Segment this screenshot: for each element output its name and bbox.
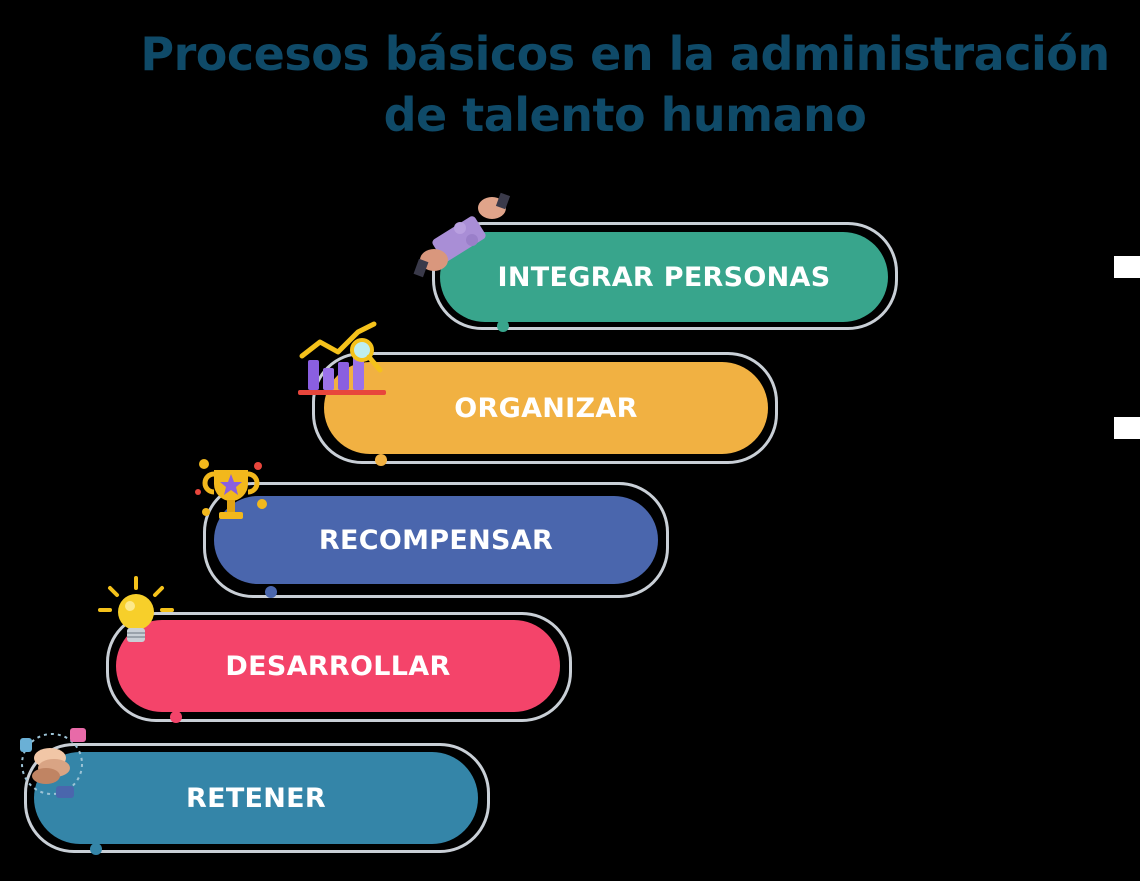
step-label: INTEGRAR PERSONAS — [497, 261, 831, 293]
step-dot — [265, 586, 277, 598]
step-pill: RECOMPENSAR — [214, 496, 658, 584]
step-label: RETENER — [185, 782, 327, 814]
step-pill: RETENER — [34, 752, 478, 844]
step-dot — [497, 320, 509, 332]
step-pill: DESARROLLAR — [116, 620, 560, 712]
step-label: DESARROLLAR — [225, 650, 451, 682]
step-label: ORGANIZAR — [454, 392, 638, 424]
step-pill: ORGANIZAR — [324, 362, 768, 454]
trophy-icon — [195, 459, 267, 519]
title-line-2: de talento humano — [383, 88, 867, 142]
teamwork-hands-icon — [20, 728, 86, 798]
lightbulb-icon — [98, 576, 174, 642]
step-outline — [106, 612, 572, 722]
title-line-1: Procesos básicos en la administración — [140, 27, 1110, 81]
step-dot — [90, 843, 102, 855]
handshake-puzzle-icon — [413, 192, 511, 278]
step-outline — [432, 222, 898, 330]
step-outline — [312, 352, 778, 464]
step-outline — [203, 482, 669, 598]
edge-marker — [1114, 417, 1140, 439]
step-dot — [170, 711, 182, 723]
step-outline — [24, 743, 490, 853]
step-label: RECOMPENSAR — [318, 524, 554, 556]
step-pill: INTEGRAR PERSONAS — [440, 232, 888, 322]
bar-chart-magnifier-icon — [298, 321, 386, 395]
step-dot — [375, 454, 387, 466]
edge-marker — [1114, 256, 1140, 278]
